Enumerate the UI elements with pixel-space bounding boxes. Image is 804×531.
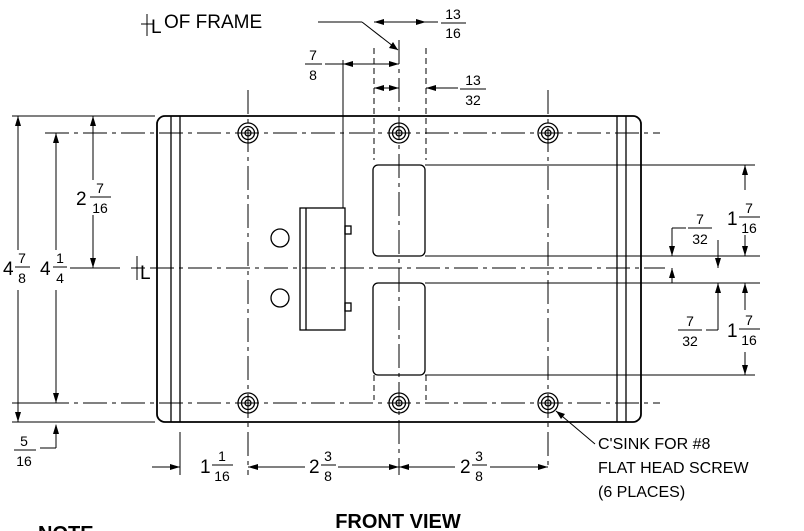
dim-right-upper-num: 7 bbox=[745, 200, 753, 216]
connector bbox=[270, 60, 352, 331]
dim-bottom-left-whole: 1 bbox=[200, 457, 211, 478]
centerlines bbox=[45, 40, 665, 475]
screw-hole-top-center bbox=[388, 122, 410, 144]
bottom-dimensions: 1 1 16 2 3 8 2 3 8 bbox=[152, 432, 548, 484]
dim-top-7-8-num: 7 bbox=[309, 47, 317, 63]
dim-height-holes-num: 1 bbox=[56, 250, 64, 266]
dim-right-gap-lower-den: 32 bbox=[682, 333, 698, 349]
dim-right-gap-upper: 7 32 bbox=[669, 211, 721, 283]
dim-bottom-mid: 2 3 8 bbox=[248, 448, 399, 484]
note-heading-partial: NOTE bbox=[38, 523, 94, 531]
screw-hole-top-right bbox=[537, 122, 559, 144]
dim-height-holes-whole: 4 bbox=[40, 259, 51, 280]
dim-bottom-right-num: 3 bbox=[475, 448, 483, 464]
screw-hole-top-left bbox=[237, 122, 259, 144]
csink-line-1: C'SINK FOR #8 bbox=[598, 436, 711, 453]
dim-bottom-edge-den: 16 bbox=[16, 453, 32, 469]
dim-bottom-left-den: 16 bbox=[214, 468, 230, 484]
dim-bottom-right-whole: 2 bbox=[460, 457, 471, 478]
dim-height-overall-whole: 4 bbox=[3, 259, 14, 280]
right-dimensions: 1 7 16 7 32 7 32 bbox=[640, 165, 760, 375]
dim-height-overall-num: 7 bbox=[18, 250, 26, 266]
centerline-symbol: L bbox=[131, 256, 151, 284]
dim-top-13-16: 13 16 bbox=[374, 6, 466, 41]
connector-pin-lower bbox=[344, 302, 352, 312]
dim-height-holes-den: 4 bbox=[56, 270, 64, 286]
dim-right-gap-upper-num: 7 bbox=[696, 211, 704, 227]
dim-top-13-32: 13 32 bbox=[374, 72, 486, 108]
frame-centerline-label: L OF FRAME bbox=[141, 12, 399, 51]
dim-bottom-mid-whole: 2 bbox=[309, 457, 320, 478]
dim-upper-half-den: 16 bbox=[92, 200, 108, 216]
dim-right-lower-den: 16 bbox=[741, 332, 757, 348]
csink-line-3: (6 PLACES) bbox=[598, 484, 685, 501]
screw-holes bbox=[237, 122, 559, 414]
dim-top-13-32-num: 13 bbox=[465, 72, 481, 88]
csink-note: C'SINK FOR #8 FLAT HEAD SCREW (6 PLACES) bbox=[555, 410, 749, 501]
dim-upper-half-whole: 2 bbox=[76, 189, 87, 210]
screw-hole-bottom-right bbox=[537, 392, 559, 414]
dim-bottom-left-num: 1 bbox=[218, 448, 226, 464]
left-dimensions: 4 7 8 4 1 4 2 7 16 bbox=[3, 115, 155, 469]
dim-upper-half: 2 7 16 bbox=[70, 116, 120, 269]
dim-right-upper: 1 7 16 bbox=[727, 165, 760, 256]
dim-height-overall: 4 7 8 bbox=[3, 116, 30, 422]
svg-text:L: L bbox=[140, 263, 151, 284]
dim-bottom-edge-num: 5 bbox=[20, 433, 28, 449]
frame-centerline-text: OF FRAME bbox=[164, 12, 262, 33]
dim-top-13-16-den: 16 bbox=[445, 25, 461, 41]
dim-top-13-32-den: 32 bbox=[465, 92, 481, 108]
dim-right-lower-whole: 1 bbox=[727, 321, 738, 342]
lower-cutout bbox=[372, 282, 426, 376]
dim-right-lower-num: 7 bbox=[745, 312, 753, 328]
dim-upper-half-num: 7 bbox=[96, 180, 104, 196]
dim-right-lower: 1 7 16 bbox=[727, 283, 760, 375]
dim-bottom-right-den: 8 bbox=[475, 468, 483, 484]
dim-right-gap-lower-num: 7 bbox=[686, 313, 694, 329]
upper-cutout bbox=[372, 164, 426, 257]
csink-line-2: FLAT HEAD SCREW bbox=[598, 460, 749, 477]
dim-top-7-8-den: 8 bbox=[309, 67, 317, 83]
screw-hole-bottom-center bbox=[388, 392, 410, 414]
cl-symbol-l: L bbox=[151, 17, 162, 38]
dim-bottom-mid-num: 3 bbox=[324, 448, 332, 464]
dim-top-13-16-num: 13 bbox=[445, 6, 461, 22]
hidden-features bbox=[373, 48, 427, 400]
dim-bottom-edge: 5 16 bbox=[12, 402, 62, 469]
screw-hole-bottom-left bbox=[237, 392, 259, 414]
top-dimensions: L OF FRAME 13 16 7 8 bbox=[141, 6, 486, 108]
dim-bottom-left: 1 1 16 bbox=[152, 448, 258, 484]
indicator-circle-upper bbox=[270, 228, 290, 248]
connector-pin-upper bbox=[344, 225, 352, 235]
dim-right-upper-den: 16 bbox=[741, 220, 757, 236]
indicator-circle-lower bbox=[270, 288, 290, 308]
dim-height-holes: 4 1 4 bbox=[40, 133, 67, 403]
view-title: FRONT VIEW bbox=[335, 511, 461, 531]
dim-bottom-right: 2 3 8 bbox=[399, 448, 548, 484]
dim-top-7-8: 7 8 bbox=[305, 47, 399, 83]
dim-right-upper-whole: 1 bbox=[727, 209, 738, 230]
connector-body bbox=[299, 207, 346, 331]
dim-bottom-mid-den: 8 bbox=[324, 468, 332, 484]
dim-right-gap-lower: 7 32 bbox=[678, 283, 721, 349]
dim-right-gap-upper-den: 32 bbox=[692, 231, 708, 247]
dim-height-overall-den: 8 bbox=[18, 270, 26, 286]
